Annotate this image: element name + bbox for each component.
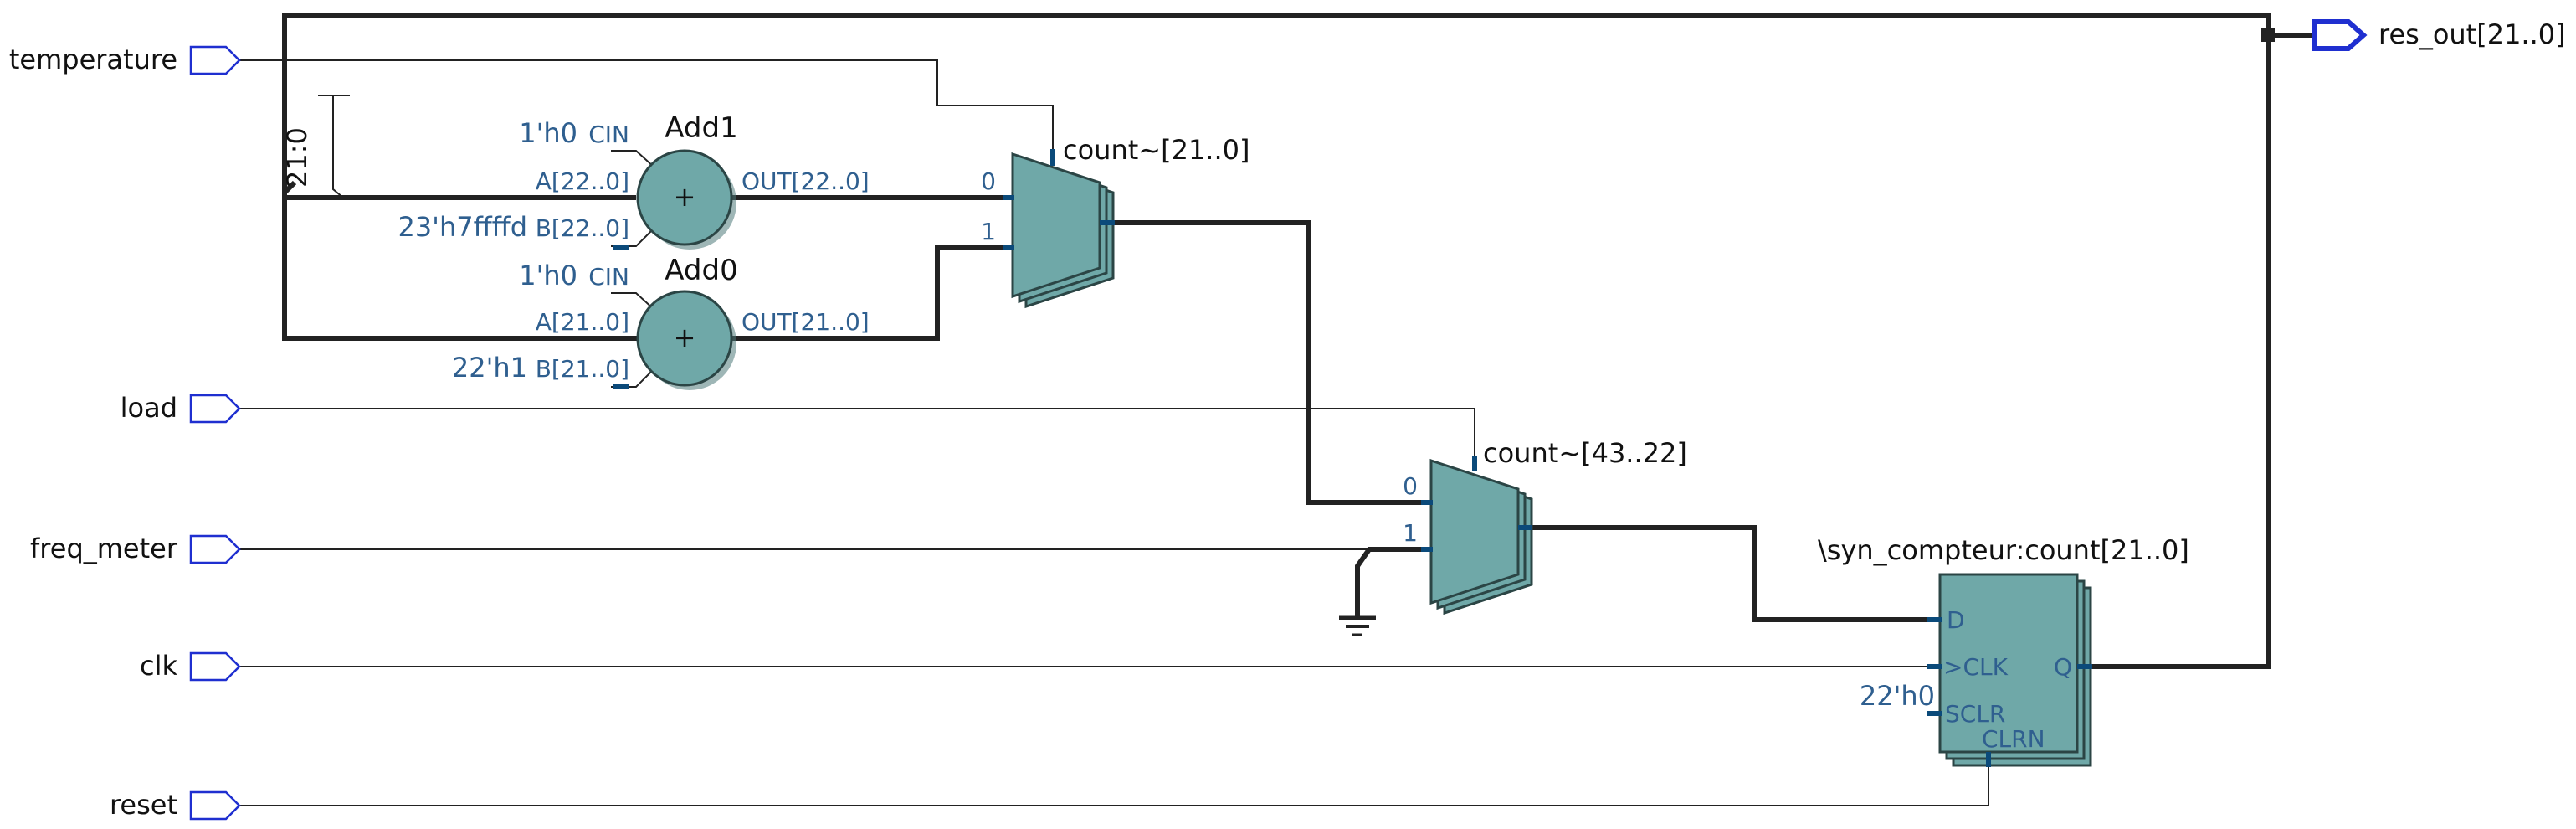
junction-dot — [2261, 28, 2275, 42]
register-body — [1938, 573, 2079, 754]
input-port-icon — [189, 394, 241, 424]
add1-name: Add1 — [665, 111, 737, 145]
register-clrn-port: CLRN — [1982, 725, 2045, 753]
ground-icon — [1339, 615, 1376, 636]
register-q-port: Q — [2054, 653, 2072, 681]
add1-cin-const: 1'h0 — [519, 117, 577, 149]
add0-b-port: B[21..0] — [536, 355, 629, 383]
input-port-icon — [189, 45, 241, 75]
add0-plus-symbol: + — [674, 322, 696, 353]
add0-cin-stub — [611, 292, 655, 311]
mux1-out-wire — [1113, 220, 1431, 505]
register-sclr-port: SCLR — [1945, 700, 2005, 728]
mux2-body — [1429, 458, 1520, 605]
add0-name: Add0 — [665, 254, 737, 287]
register-sclr-const: 22'h0 — [1860, 680, 1935, 712]
register-syn-compteur-count[interactable]: \syn_compteur:count[21..0] D >CLK SCLR 2… — [1818, 534, 2189, 767]
mux2-out-wire — [1530, 525, 1940, 622]
input-port-icon — [189, 790, 241, 821]
add0-a-port: A[21..0] — [536, 308, 629, 336]
add1-cin-stub — [611, 150, 655, 168]
load-label: load — [121, 392, 177, 424]
feedback-bus — [282, 13, 2271, 669]
res-out-label: res_out[21..0] — [2378, 18, 2566, 50]
add1-cin-port: CIN — [588, 121, 629, 148]
add1-plus-symbol: + — [674, 181, 696, 213]
input-port-icon — [189, 534, 241, 564]
reset-wire — [239, 765, 1989, 806]
bus-split-mark — [282, 180, 297, 195]
input-port-icon — [189, 651, 241, 682]
bus-split-label: 21:0 — [281, 127, 313, 188]
mux2-in0-label: 0 — [1403, 472, 1418, 500]
add1-out-port: OUT[22..0] — [741, 167, 870, 195]
output-port-icon — [2312, 19, 2368, 51]
split-tap — [318, 95, 350, 198]
add1-a-port: A[22..0] — [536, 167, 629, 195]
register-name: \syn_compteur:count[21..0] — [1818, 534, 2189, 566]
mux-count-43-22[interactable]: 0 1 count~[43..22] — [1403, 437, 1687, 615]
reset-label: reset — [110, 789, 177, 821]
register-clk-port: >CLK — [1943, 653, 2009, 681]
input-port-reset[interactable]: reset — [110, 789, 241, 821]
output-port-res-out[interactable]: res_out[21..0] — [2312, 18, 2566, 51]
load-wire — [239, 408, 1475, 471]
freq-meter-label: freq_meter — [30, 533, 178, 564]
mux1-name: count~[21..0] — [1063, 134, 1250, 166]
register-d-port: D — [1947, 606, 1965, 634]
add1-body — [636, 149, 733, 246]
mux-count-21-0[interactable]: 0 1 count~[21..0] — [981, 134, 1250, 309]
add1-b-port: B[22..0] — [536, 214, 629, 242]
add0-b-const: 22'h1 — [452, 352, 527, 384]
add0-cin-port: CIN — [588, 263, 629, 291]
ground-wire — [1355, 547, 1431, 616]
adder-add0[interactable]: Add0 1'h0 CIN A[21..0] 22'h1 B[21..0] + … — [452, 254, 870, 390]
temperature-label: temperature — [9, 44, 177, 75]
input-port-load[interactable]: load — [121, 392, 241, 424]
input-port-temperature[interactable]: temperature — [9, 44, 241, 75]
mux1-in0-label: 0 — [981, 167, 996, 195]
mux2-name: count~[43..22] — [1483, 437, 1687, 469]
add1-b-const: 23'h7ffffd — [398, 211, 527, 243]
mux2-in1-label: 1 — [1403, 519, 1418, 547]
mux1-in1-label: 1 — [981, 218, 996, 245]
add0-body — [636, 290, 733, 387]
input-port-clk[interactable]: clk — [140, 650, 241, 682]
input-port-freq-meter[interactable]: freq_meter — [30, 533, 241, 564]
temperature-wire — [239, 59, 1054, 164]
add0-out-port: OUT[21..0] — [741, 308, 870, 336]
adder-add1[interactable]: Add1 1'h0 CIN A[22..0] 23'h7ffffd B[22..… — [398, 111, 870, 250]
clk-label: clk — [140, 650, 177, 682]
add0-cin-const: 1'h0 — [519, 260, 577, 291]
